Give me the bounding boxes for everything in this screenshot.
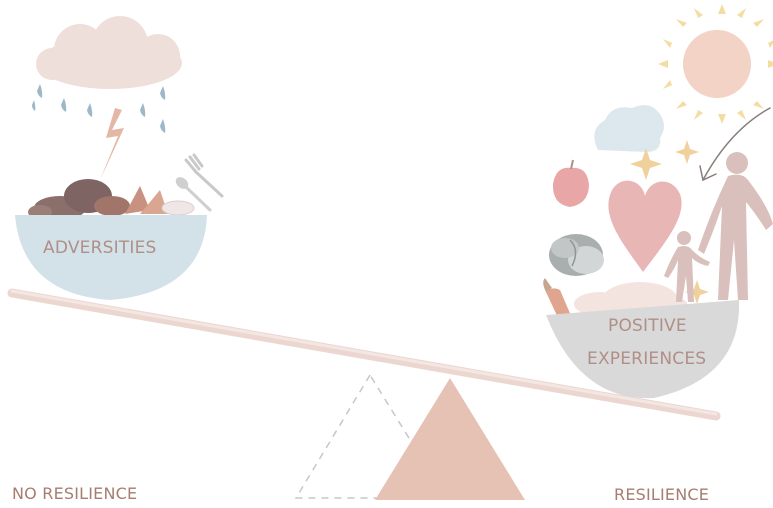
- apple-icon: [552, 159, 589, 207]
- fulcrum: [375, 378, 525, 500]
- small-cloud-icon: [594, 105, 664, 152]
- seesaw-beam: [7, 288, 721, 421]
- cloud-icon: [36, 16, 182, 89]
- child-figure-icon: [664, 231, 710, 302]
- adversities-label: ADVERSITIES: [43, 238, 157, 258]
- spoon-icon: [175, 177, 212, 212]
- no-resilience-label: NO RESILIENCE: [12, 484, 138, 503]
- dashed-fulcrum: [294, 373, 448, 499]
- left-bowl: [15, 215, 207, 300]
- right-bowl: [546, 300, 740, 399]
- sun-icon: [658, 4, 773, 124]
- heart-icon: [608, 180, 682, 272]
- arrow-icon: [699, 107, 771, 182]
- resilience-label: RESILIENCE: [614, 485, 710, 504]
- rocks-icon: [28, 179, 195, 220]
- adult-figure-icon: [698, 152, 773, 300]
- raindrop-icon: [32, 84, 166, 133]
- experiences-label: EXPERIENCES: [587, 349, 707, 369]
- lightning-icon: [100, 108, 124, 180]
- sparkle-icon: [630, 140, 709, 304]
- cabbage-icon: [549, 234, 604, 276]
- positive-label: POSITIVE: [608, 316, 687, 336]
- fork-icon: [184, 153, 224, 198]
